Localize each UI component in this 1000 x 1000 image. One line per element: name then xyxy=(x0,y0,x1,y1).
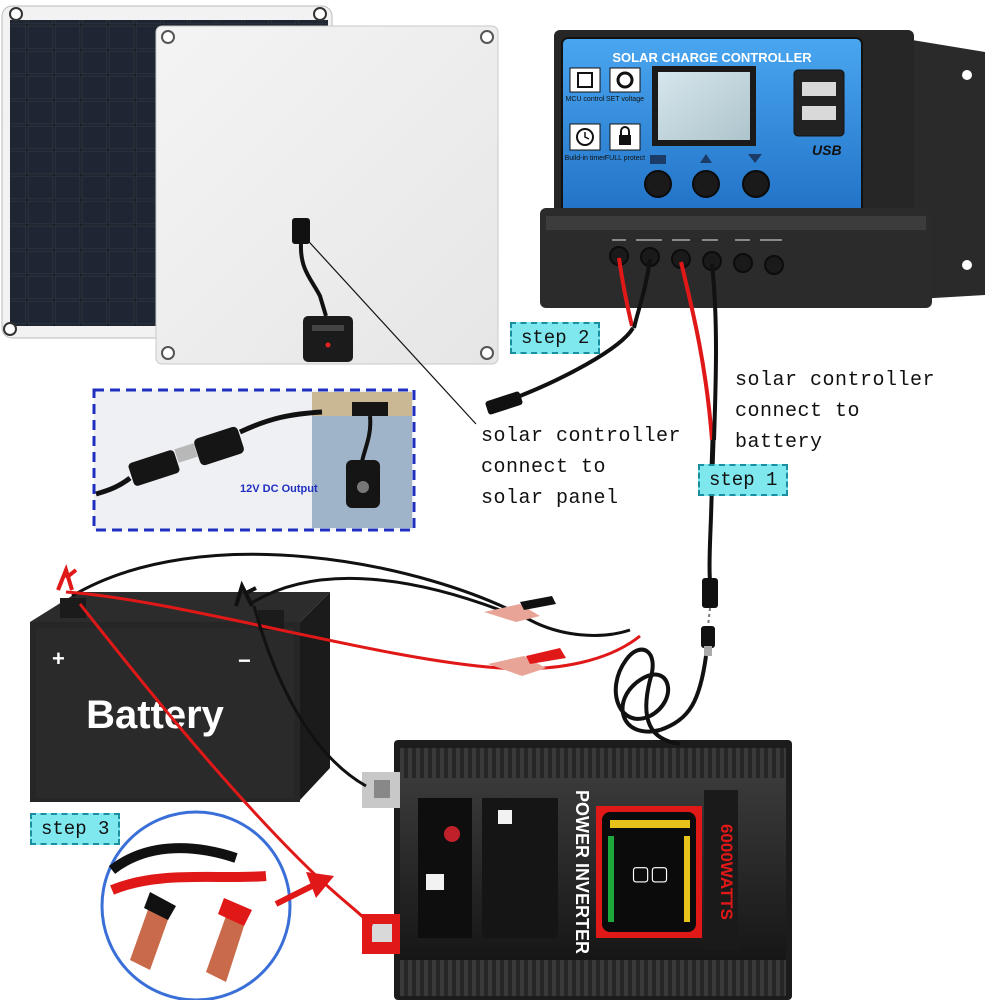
step1-description: solar controller connect to battery xyxy=(735,365,935,458)
battery-small-icon xyxy=(650,155,666,164)
red-clip-icon xyxy=(56,563,78,591)
controller-up-button[interactable] xyxy=(692,170,720,198)
step1-badge: step 1 xyxy=(698,464,789,496)
copper-clip-icon xyxy=(130,904,170,970)
arrow-up-icon xyxy=(700,154,712,163)
chip-icon xyxy=(577,72,593,88)
clock-icon xyxy=(576,128,594,146)
feature-mcu xyxy=(569,67,601,93)
wiring xyxy=(65,231,718,927)
arrow-right-icon xyxy=(306,872,334,898)
feature-protect xyxy=(609,123,641,151)
step3-badge: step 3 xyxy=(30,813,121,845)
inverter-display xyxy=(602,812,696,932)
feature-label: MCU control xyxy=(566,96,605,103)
usb-port-icon xyxy=(802,82,836,96)
battery-label: Battery xyxy=(86,693,225,737)
feature-label: SET voltage xyxy=(606,96,644,103)
battery: + − Battery xyxy=(30,563,330,802)
power-inverter: ▢▢ POWER INVERTER 6000WATTS xyxy=(362,740,792,1000)
controller-down-button[interactable] xyxy=(742,170,770,198)
copper-clip-icon xyxy=(206,916,244,982)
step1-line: solar controller xyxy=(735,369,936,392)
black-clip-icon xyxy=(234,580,257,607)
step2-line: connect to xyxy=(481,456,607,479)
feature-label: FULL protect xyxy=(605,155,645,162)
solar-charge-controller: SOLAR CHARGE CONTROLLER MCU control SET … xyxy=(540,30,985,308)
step2-badge: step 2 xyxy=(510,322,601,354)
feature-label: Build-in timer xyxy=(565,155,607,162)
step2-line: solar controller xyxy=(481,425,682,448)
usb-port-icon xyxy=(802,106,836,120)
step1-line: battery xyxy=(735,431,823,454)
battery-plus-label: + xyxy=(52,646,65,671)
dc-output-label: 12V DC Output xyxy=(240,483,318,495)
controller-terminals xyxy=(609,239,784,275)
gear-icon xyxy=(616,71,634,89)
step3-cable-detail xyxy=(100,810,334,1000)
usb-label: USB xyxy=(812,142,842,158)
svg-text:▢▢: ▢▢ xyxy=(631,863,669,885)
controller-lcd xyxy=(658,72,750,140)
battery-minus-label: − xyxy=(238,648,251,673)
arrow-down-icon xyxy=(748,154,762,163)
step1-line: connect to xyxy=(735,400,861,423)
connector-inset: 12V DC Output xyxy=(92,388,416,532)
lock-icon xyxy=(619,135,631,145)
controller-title: SOLAR CHARGE CONTROLLER xyxy=(612,50,812,65)
solar-panel-back xyxy=(155,25,499,365)
inverter-brand: POWER INVERTER xyxy=(572,790,592,954)
controller-menu-button[interactable] xyxy=(644,170,672,198)
feature-timer xyxy=(569,123,601,151)
step2-description: solar controller connect to solar panel xyxy=(481,421,681,514)
feature-set xyxy=(609,67,641,93)
step2-line: solar panel xyxy=(481,487,619,510)
inverter-watts: 6000WATTS xyxy=(717,824,736,920)
